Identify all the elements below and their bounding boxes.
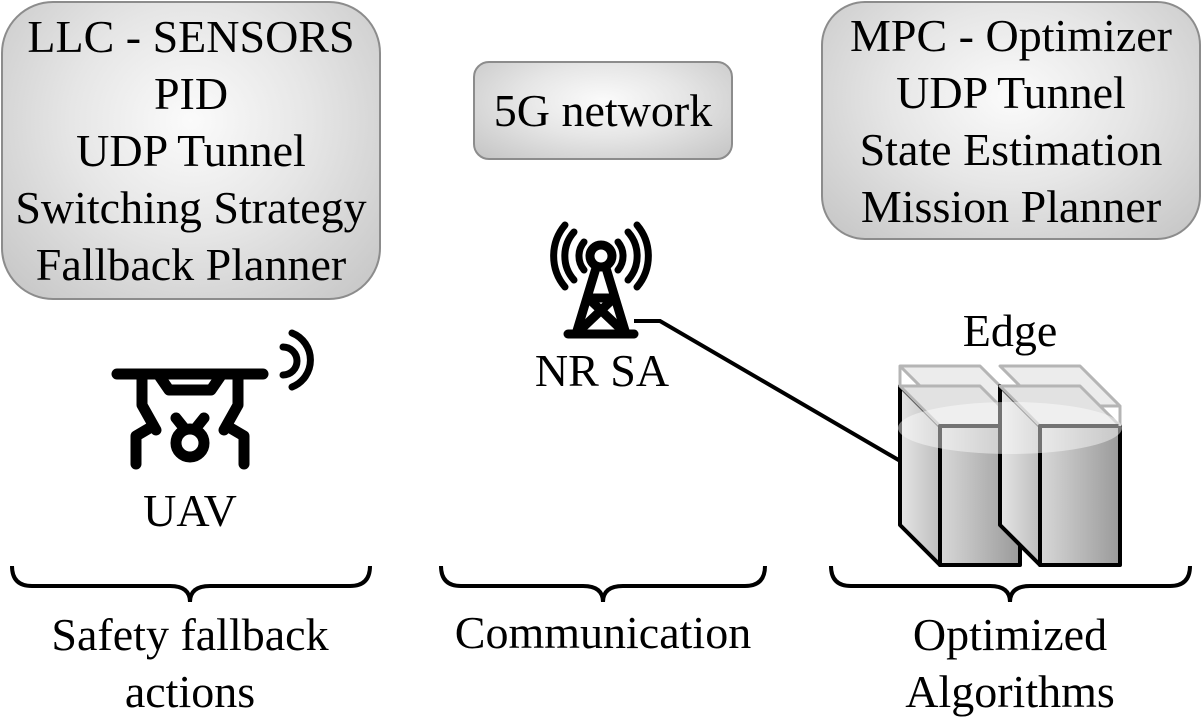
mpc-line: Mission Planner	[860, 180, 1162, 232]
mpc-line: UDP Tunnel	[896, 66, 1126, 118]
network-label: 5G network	[493, 84, 713, 136]
optimized-group-label: Optimized Algorithms	[830, 606, 1190, 720]
llc-line: Switching Strategy	[15, 182, 367, 233]
network-box: 5G network	[473, 61, 733, 160]
edge-label: Edge	[962, 305, 1058, 356]
server-rack-icon	[898, 364, 1122, 567]
link-tower-edge	[634, 319, 904, 464]
mpc-optimizer-box: MPC - Optimizer UDP Tunnel State Estimat…	[821, 1, 1201, 240]
safety-group-label: Safety fallback actions	[10, 606, 370, 720]
antenna-tower-icon	[550, 221, 652, 339]
communication-group-label: Communication	[454, 607, 752, 658]
llc-sensors-box: LLC - SENSORS PID UDP Tunnel Switching S…	[1, 1, 381, 300]
drone-icon	[111, 329, 314, 470]
brace-communication	[439, 565, 767, 603]
uav-label: UAV	[143, 485, 237, 536]
llc-line: Fallback Planner	[35, 239, 347, 290]
mpc-line: State Estimation	[859, 123, 1163, 175]
optimized-line: Optimized	[912, 609, 1108, 660]
base-station-label: NR SA	[534, 345, 670, 396]
brace-optimized	[829, 565, 1192, 603]
brace-safety	[10, 565, 372, 603]
llc-line: UDP Tunnel	[76, 125, 306, 176]
optimized-line: Algorithms	[905, 666, 1115, 717]
llc-line: LLC - SENSORS	[27, 11, 355, 62]
safety-line: actions	[124, 666, 256, 717]
safety-line: Safety fallback	[51, 609, 329, 660]
mpc-line: MPC - Optimizer	[850, 9, 1172, 61]
llc-line: PID	[153, 68, 229, 119]
